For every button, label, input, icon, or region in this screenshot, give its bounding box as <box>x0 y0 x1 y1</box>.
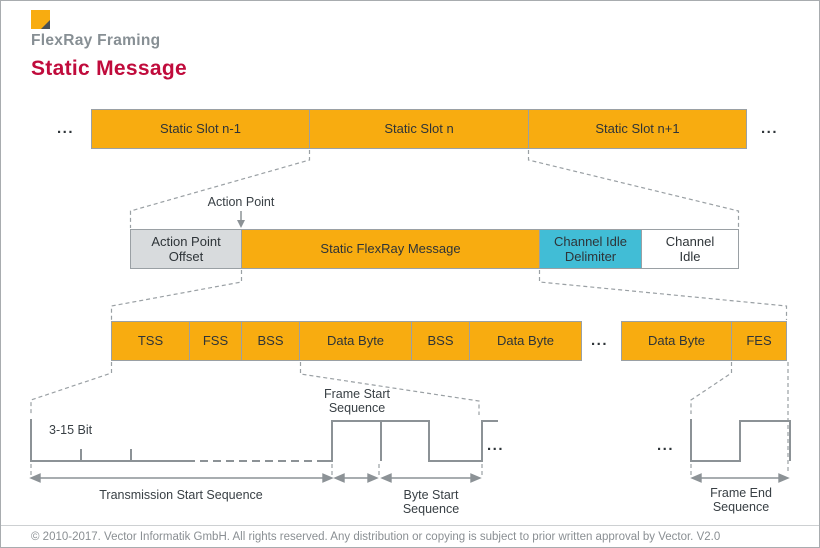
fss-span-arrow <box>333 473 379 483</box>
footer-copyright: © 2010-2017. Vector Informatik GmbH. All… <box>31 531 721 543</box>
waveform-ellipsis-after-bss: ... <box>487 437 505 454</box>
frame-end-line1: Frame End <box>710 486 772 500</box>
static-slot-n-1-box: Static Slot n-1 <box>91 109 310 149</box>
data-byte-box-2: Data Byte <box>469 321 582 361</box>
frame-end-line2: Sequence <box>712 500 770 515</box>
vector-logo-icon <box>31 10 50 29</box>
data-byte-box-3: Data Byte <box>621 321 732 361</box>
bit-range-label: 3-15 Bit <box>49 423 93 437</box>
bss-box-2: BSS <box>411 321 470 361</box>
action-point-arrow <box>237 211 245 228</box>
funnel-message-to-bytes-left <box>110 270 243 320</box>
byte-start-line2: Sequence <box>402 502 460 517</box>
funnel-fes-to-wave-left <box>690 362 733 414</box>
frame-end-sequence-label: Frame End Sequence <box>683 486 799 515</box>
fes-box: FES <box>731 321 787 361</box>
slot-row-left-ellipsis: ... <box>57 120 75 137</box>
channel-idle-box: Channel Idle <box>641 229 739 269</box>
byte-start-sequence-arrow <box>380 473 482 483</box>
waveform-ellipsis-before-fes: ... <box>657 437 675 454</box>
slot-row-right-ellipsis: ... <box>761 120 779 137</box>
frame-start-sequence-label: Frame Start Sequence <box>297 387 417 416</box>
channel-idle-delimiter-box: Channel Idle Delimiter <box>539 229 642 269</box>
static-slot-n-box: Static Slot n <box>309 109 529 149</box>
funnel-slot-to-message-right <box>527 150 740 228</box>
fes-waveform <box>690 419 791 462</box>
frame-start-line2: Sequence <box>328 401 386 416</box>
byte-start-line1: Byte Start <box>403 488 459 502</box>
funnel-slot-to-message-left <box>129 150 311 228</box>
action-point-label: Action Point <box>207 195 275 209</box>
transmission-start-sequence-arrow <box>29 473 334 483</box>
transmission-start-sequence-label: Transmission Start Sequence <box>99 488 263 502</box>
byte-row-ellipsis: ... <box>591 332 609 349</box>
data-byte-box-1: Data Byte <box>299 321 412 361</box>
funnel-message-to-bytes-right <box>538 270 788 320</box>
static-slot-n-plus-1-box: Static Slot n+1 <box>528 109 747 149</box>
slide-kicker: FlexRay Framing <box>31 32 161 49</box>
funnel-bytes-to-wave-left <box>30 362 113 415</box>
fss-box: FSS <box>189 321 242 361</box>
byte-start-sequence-label: Byte Start Sequence <box>373 488 489 517</box>
vector-logo-corner <box>41 20 50 29</box>
tss-box: TSS <box>111 321 190 361</box>
frame-start-line1: Frame Start <box>324 387 390 401</box>
footer-divider <box>1 525 819 526</box>
fss-bss-waveform <box>323 420 498 462</box>
frame-end-sequence-arrow <box>690 473 790 483</box>
static-flexray-message-box: Static FlexRay Message <box>241 229 540 269</box>
channel-idle-label: Channel Idle <box>665 233 715 264</box>
page-title: Static Message <box>31 57 187 80</box>
action-point-offset-box: Action Point Offset <box>130 229 242 269</box>
bss-box-1: BSS <box>241 321 300 361</box>
